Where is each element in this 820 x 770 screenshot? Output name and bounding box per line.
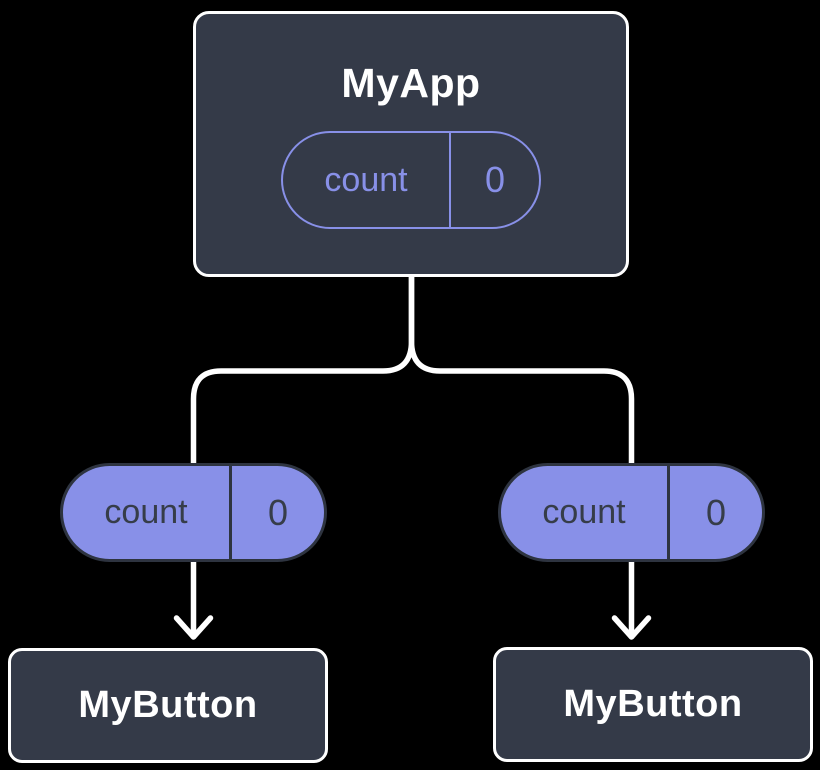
root-component-title: MyApp <box>341 60 481 106</box>
connector-right-branch <box>408 271 635 471</box>
down-arrow-left-icon <box>173 557 214 640</box>
arrow-head <box>173 615 214 640</box>
child-component-title: MyButton <box>78 684 258 726</box>
root-state-pill: count 0 <box>281 131 541 230</box>
prop-name-label: count <box>63 466 232 559</box>
prop-value-label: 0 <box>705 491 727 533</box>
connector-left-branch <box>190 271 415 471</box>
child-component-title: MyButton <box>563 683 743 725</box>
arrow-head <box>611 615 652 640</box>
prop-pill-left: count 0 <box>60 463 327 562</box>
down-arrow-right-icon <box>611 557 652 640</box>
child-component-box-left: MyButton <box>8 648 328 763</box>
prop-name-label: count <box>501 466 670 559</box>
child-component-box-right: MyButton <box>493 647 813 762</box>
prop-value-label: 0 <box>267 491 289 533</box>
connector-group <box>173 271 652 640</box>
root-component-box: MyApp count 0 <box>193 11 629 277</box>
state-value-label: 0 <box>484 159 506 201</box>
prop-pill-right: count 0 <box>498 463 765 562</box>
state-name-label: count <box>283 133 451 228</box>
